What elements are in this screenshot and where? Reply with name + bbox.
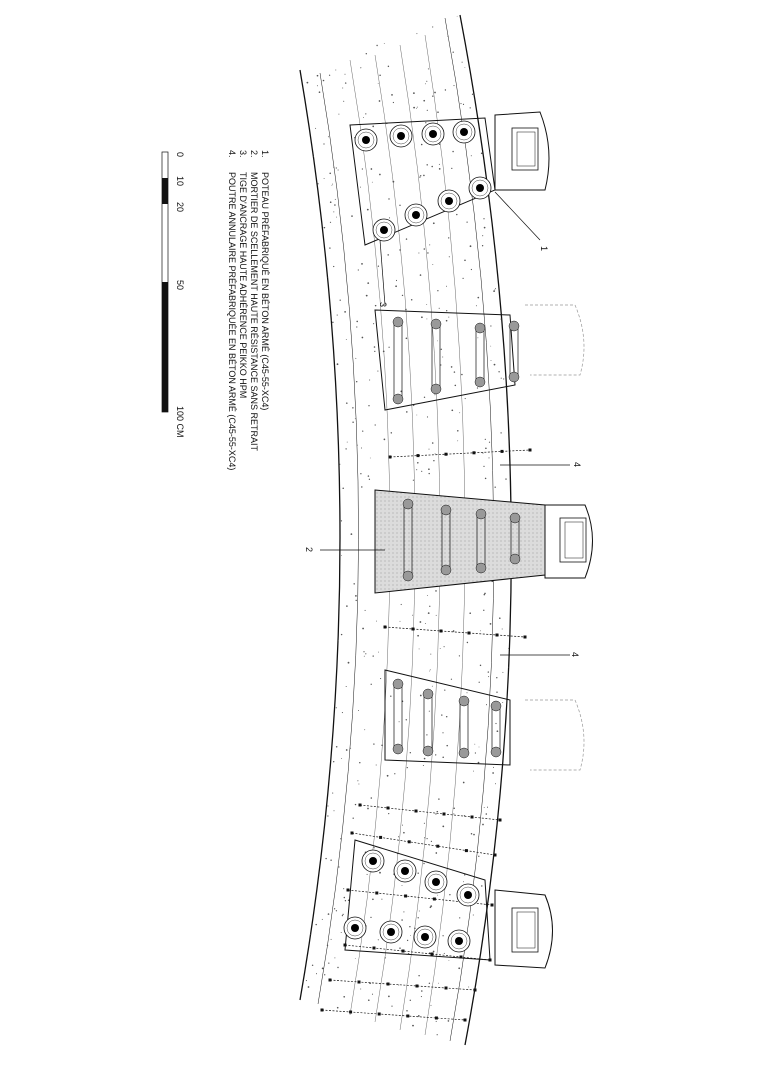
callout-4a: 4 [572, 462, 582, 467]
scale-label-10: 10 [175, 176, 185, 186]
anchor-group-middle [402, 498, 521, 582]
legend-item-1: POTEAU PRÉFABRIQUÉ EN BÉTON ARMÉ (C45-55… [260, 172, 270, 410]
scale-bar: 0 10 20 50 100 CM [161, 151, 185, 438]
scale-label-0: 0 [175, 152, 185, 157]
precast-column-bottom [494, 889, 553, 969]
anchor-group-bottom [343, 839, 491, 961]
legend-item-2: MORTIER DE SCELLEMENT HAUTE RÉSISTANCE S… [249, 172, 259, 452]
scale-label-50: 50 [175, 280, 185, 290]
precast-column-middle [544, 504, 593, 579]
legend-item-4-num: 4. [227, 150, 237, 158]
precast-column-top [494, 111, 550, 191]
scale-label-100: 100 CM [175, 406, 185, 438]
callout-2: 2 [304, 547, 314, 552]
callout-4b: 4 [570, 652, 580, 657]
grout-joint [374, 489, 546, 594]
anchor-group-top [349, 117, 496, 246]
callout-1: 1 [539, 246, 549, 251]
legend-item-3: TIGE D'ANCRAGE HAUTE ADHÉRENCE PEIKKO HP… [238, 172, 248, 398]
anchor-group-upper [374, 309, 520, 411]
dashed-column-outline [525, 304, 585, 771]
legend-item-4: POUTRE ANNULAIRE PRÉFABRIQUÉE EN BÉTON A… [227, 172, 237, 470]
legend: 1. POTEAU PRÉFABRIQUÉ EN BÉTON ARMÉ (C45… [227, 150, 270, 470]
anchor-group-lower [384, 669, 511, 766]
callouts [320, 191, 570, 656]
legend-item-3-num: 3. [238, 150, 248, 158]
legend-item-2-num: 2. [249, 150, 259, 158]
legend-item-1-num: 1. [260, 150, 270, 158]
scale-label-20: 20 [175, 202, 185, 212]
callout-3: 3 [378, 302, 388, 307]
